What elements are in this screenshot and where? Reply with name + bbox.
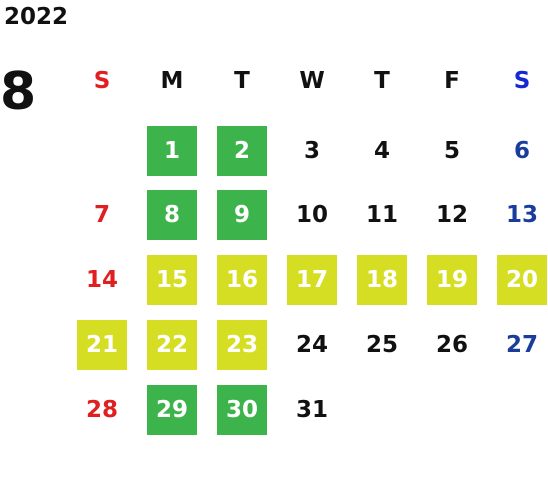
- day-cell: 16: [217, 255, 267, 305]
- weekday-header: S: [93, 68, 111, 94]
- weekday-header: M: [160, 68, 184, 94]
- weekday-header: S: [513, 68, 531, 94]
- day-cell: 29: [147, 385, 197, 435]
- day-cell: 18: [357, 255, 407, 305]
- day-cell: 2: [217, 126, 267, 176]
- weekday-header: W: [299, 68, 325, 94]
- day-cell: 5: [443, 138, 460, 164]
- day-cell: 3: [303, 138, 320, 164]
- day-cell: 12: [435, 202, 468, 228]
- day-cell: 9: [217, 190, 267, 240]
- day-cell: 27: [505, 332, 538, 358]
- day-cell: 19: [427, 255, 477, 305]
- day-cell: 31: [295, 397, 328, 423]
- day-cell: 8: [147, 190, 197, 240]
- day-cell: 4: [373, 138, 390, 164]
- day-cell: 17: [287, 255, 337, 305]
- day-cell: 28: [85, 397, 118, 423]
- month-number: 8: [0, 62, 37, 122]
- weekday-header: T: [374, 68, 390, 94]
- day-cell: 24: [295, 332, 328, 358]
- day-cell: 6: [513, 138, 530, 164]
- day-cell: 20: [497, 255, 547, 305]
- day-cell: 1: [147, 126, 197, 176]
- day-cell: 30: [217, 385, 267, 435]
- day-cell: 25: [365, 332, 398, 358]
- day-cell: 14: [85, 267, 118, 293]
- day-cell: 23: [217, 320, 267, 370]
- day-cell: 22: [147, 320, 197, 370]
- weekday-header: T: [234, 68, 250, 94]
- year-label: 2022: [4, 4, 69, 30]
- day-cell: 13: [505, 202, 538, 228]
- weekday-header: F: [444, 68, 460, 94]
- day-cell: 11: [365, 202, 398, 228]
- day-cell: 15: [147, 255, 197, 305]
- day-cell: 7: [93, 202, 110, 228]
- day-cell: 26: [435, 332, 468, 358]
- day-cell: 21: [77, 320, 127, 370]
- day-cell: 10: [295, 202, 328, 228]
